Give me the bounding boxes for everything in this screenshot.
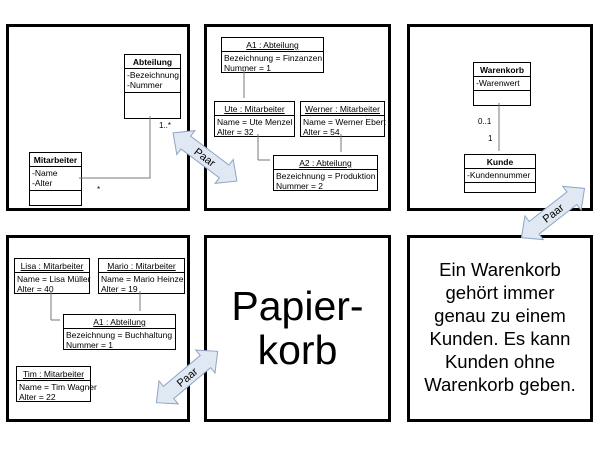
statement-line: genau zu einem: [434, 305, 566, 326]
class-attributes: -Name -Alter: [30, 167, 81, 190]
statement-line: gehört immer: [445, 282, 555, 303]
class-operations: [465, 182, 535, 188]
object-name: A1 : Abteilung: [222, 38, 323, 52]
class-name: Warenkorb: [474, 63, 530, 77]
card-object-diagram-finanzen[interactable]: A1 : Abteilung Bezeichnung = Finzanzen N…: [204, 24, 391, 211]
class-kunde[interactable]: Kunde -Kundennummer: [464, 154, 536, 193]
object-attributes: Name = Werner Ebert Alter = 54: [301, 116, 386, 139]
object-attributes: Bezeichnung = Buchhaltung Nummer = 1: [64, 329, 175, 352]
object-name: A2 : Abteilung: [274, 156, 377, 170]
multiplicity-label: 1..*: [159, 121, 172, 130]
attribute: Name = Werner Ebert: [303, 117, 386, 127]
class-warenkorb[interactable]: Warenkorb -Warenwert: [473, 62, 531, 106]
multiplicity-label: *: [97, 185, 101, 194]
class-mitarbeiter[interactable]: Mitarbeiter -Name -Alter: [29, 152, 82, 206]
papierkorb-line: Papier-: [231, 283, 364, 329]
object-attributes: Name = Tim Wagner Alter = 22: [17, 381, 97, 404]
object-attributes: Bezeichnung = Produktion Nummer = 2: [274, 170, 377, 193]
object-a1-abteilung[interactable]: A1 : Abteilung Bezeichnung = Buchhaltung…: [63, 314, 176, 350]
attribute: -Kundennummer: [467, 170, 531, 180]
attribute: Alter = 54: [303, 127, 340, 137]
class-operations: [125, 92, 180, 114]
attribute: Alter = 40: [17, 284, 54, 294]
attribute: Nummer = 1: [224, 63, 271, 73]
attribute: Name = Mario Heinze: [101, 274, 184, 284]
object-lisa-mitarbeiter[interactable]: Lisa : Mitarbeiter Name = Lisa Müller Al…: [14, 258, 90, 294]
object-name: A1 : Abteilung: [64, 315, 175, 329]
class-operations: [474, 90, 530, 100]
statement-line: Warenkorb geben.: [424, 374, 576, 395]
object-tim-mitarbeiter[interactable]: Tim : Mitarbeiter Name = Tim Wagner Alte…: [16, 366, 97, 404]
attribute: Bezeichnung = Finzanzen: [224, 53, 323, 63]
attribute: Name = Tim Wagner: [19, 382, 97, 392]
class-attributes: -Kundennummer: [465, 169, 535, 182]
object-attributes: Name = Ute Menzel Alter = 32: [215, 116, 294, 139]
card-class-diagram-abteilung[interactable]: Abteilung -Bezeichnung -Nummer 1..* Mita…: [6, 24, 190, 211]
card-statement[interactable]: Ein Warenkorb gehört immer genau zu eine…: [407, 235, 593, 422]
attribute: Name = Lisa Müller: [17, 274, 91, 284]
multiplicity-label: 0..1: [478, 117, 492, 126]
object-name: Lisa : Mitarbeiter: [15, 259, 89, 273]
card-object-diagram-buchhaltung[interactable]: Lisa : Mitarbeiter Name = Lisa Müller Al…: [6, 235, 190, 422]
multiplicity-label: 1: [488, 134, 493, 143]
object-ute-mitarbeiter[interactable]: Ute : Mitarbeiter Name = Ute Menzel Alte…: [214, 101, 295, 137]
statement-line: Kunden ohne: [444, 351, 556, 372]
papierkorb-line: korb: [257, 327, 338, 373]
class-attributes: -Bezeichnung -Nummer: [125, 69, 180, 92]
class-name: Abteilung: [125, 55, 180, 69]
object-werner-mitarbeiter[interactable]: Werner : Mitarbeiter Name = Werner Ebert…: [300, 101, 386, 139]
class-name: Kunde: [465, 155, 535, 169]
statement-text: Ein Warenkorb gehört immer genau zu eine…: [410, 258, 590, 396]
attribute: Nummer = 1: [66, 340, 113, 350]
attribute: -Nummer: [127, 80, 163, 90]
card-papierkorb[interactable]: Papier- korb: [204, 235, 391, 422]
card-class-diagram-warenkorb[interactable]: Warenkorb -Warenwert 0..1 1 Kunde -Kunde…: [407, 24, 593, 211]
attribute: -Name: [32, 168, 58, 178]
object-a1-abteilung[interactable]: A1 : Abteilung Bezeichnung = Finzanzen N…: [221, 37, 324, 73]
object-name: Werner : Mitarbeiter: [301, 102, 384, 116]
class-abteilung[interactable]: Abteilung -Bezeichnung -Nummer: [124, 54, 181, 119]
statement-line: Ein Warenkorb: [439, 259, 561, 280]
attribute: Alter = 19: [101, 284, 138, 294]
attribute: -Warenwert: [476, 78, 520, 88]
statement-line: Kunden. Es kann: [429, 328, 571, 349]
attribute: Bezeichnung = Produktion: [276, 171, 376, 181]
attribute: Name = Ute Menzel: [217, 117, 293, 127]
object-attributes: Name = Lisa Müller Alter = 40: [15, 273, 91, 296]
object-name: Mario : Mitarbeiter: [99, 259, 184, 273]
object-mario-mitarbeiter[interactable]: Mario : Mitarbeiter Name = Mario Heinze …: [98, 258, 185, 294]
attribute: Alter = 22: [19, 392, 56, 402]
attribute: -Alter: [32, 178, 53, 188]
attribute: -Bezeichnung: [127, 70, 179, 80]
attribute: Nummer = 2: [276, 181, 323, 191]
object-name: Tim : Mitarbeiter: [17, 367, 90, 381]
object-attributes: Bezeichnung = Finzanzen Nummer = 1: [222, 52, 323, 75]
attribute: Alter = 32: [217, 127, 254, 137]
class-attributes: -Warenwert: [474, 77, 530, 90]
papierkorb-label: Papier- korb: [207, 284, 388, 372]
attribute: Bezeichnung = Buchhaltung: [66, 330, 173, 340]
object-name: Ute : Mitarbeiter: [215, 102, 294, 116]
class-operations: [30, 190, 81, 200]
class-name: Mitarbeiter: [30, 153, 81, 167]
object-a2-abteilung[interactable]: A2 : Abteilung Bezeichnung = Produktion …: [273, 155, 378, 191]
object-attributes: Name = Mario Heinze Alter = 19: [99, 273, 184, 296]
